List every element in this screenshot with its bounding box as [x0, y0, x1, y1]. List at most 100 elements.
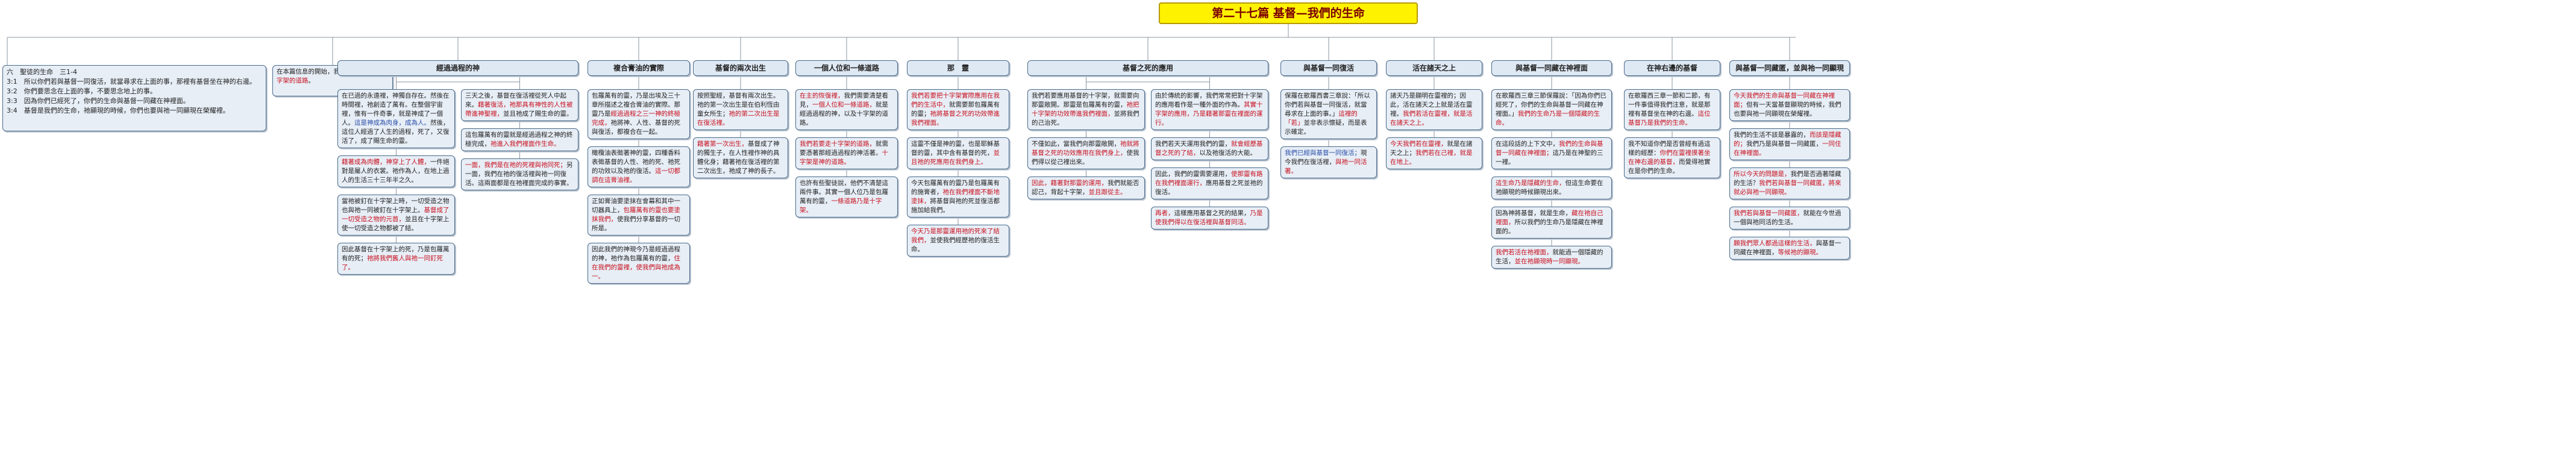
text-run: 這靈不僅是神的靈，也是耶穌基督的靈，其中含有基督的死， [911, 140, 1000, 157]
text-run: 我們的生命乃是一個隱藏的生命。 [1496, 110, 1600, 126]
detail-node[interactable]: 所以今天的問題是，我們是否過著隱藏的生活？我們若與基督一同藏匿，將來就必與祂一同… [1729, 167, 1850, 199]
detail-node[interactable]: 今天我們的生命與基督一同藏在神裡面；但有一天當基督顯現的時候，我們也要與祂一同顯… [1729, 89, 1850, 121]
branch-topic[interactable]: 經過過程的神 [337, 60, 578, 76]
text-run: 祂把十字架的功效帶進我們裡面， [1032, 101, 1139, 117]
text-run: 因此，我們的靈需要運用， [1155, 170, 1231, 178]
text-run: 你們在靈裡摸著坐在神右邊的基督， [1628, 149, 1711, 166]
detail-node[interactable]: 藉著成為肉體，神穿上了人體，一件絕對是屬人的衣裳。祂作為人，在地上過人的生活三十… [337, 155, 455, 187]
text-run: 在主的恢復裡， [800, 92, 844, 99]
text-run: 使我們分享基督的一切所是。 [592, 216, 680, 232]
text-run: 藉著第一次出生， [697, 140, 748, 148]
text-run: 使我們得以從己裡出來。 [1032, 149, 1139, 166]
text-run: 以及祂復活的大能。 [1199, 149, 1257, 157]
branch-topic[interactable]: 基督之死的應用 [1027, 60, 1268, 76]
detail-node[interactable]: 包羅萬有的靈，乃是出埃及三十章所描述之複合膏油的實際。那靈乃是經過過程之三一神的… [588, 89, 690, 139]
detail-node[interactable]: 我們若要走十字架的道路，就需要憑著那經過過程的神活著。十字架是神的道路。 [795, 137, 898, 169]
detail-node[interactable]: 保羅在歌羅西書三章說：「所以你們若與基督一同復活，就當尋求在上面的事。」這裡的「… [1280, 89, 1377, 139]
detail-node[interactable]: 這生命乃是隱藏的生命，但這生命要在祂顯現的時候顯現出來。 [1491, 176, 1612, 199]
text-run: 一同住在神裡面。 [1734, 140, 1841, 157]
text-run: 一個人位和一條道路， [812, 101, 876, 108]
detail-node[interactable]: 因此我們的神現今乃是經過過程的神，祂作為包羅萬有的靈，住在我們的靈裡，使我們與祂… [588, 243, 690, 284]
text-run: 我們若活在靈裡，就是活在諸天之上。 [1390, 110, 1473, 126]
detail-node[interactable]: 這靈不僅是神的靈，也是耶穌基督的靈，其中含有基督的死，並且祂的死應用在我們身上。 [907, 137, 1009, 169]
detail-node[interactable]: 因此基督在十字架上的死，乃是包羅萬有的死；祂將我們舊人與祂一同釘死了。 [337, 243, 455, 275]
text-run: 我們的生命與基督一同藏在神裡面； [1496, 140, 1603, 157]
text-run: 並在祂顯現時一同顯現。 [1514, 258, 1585, 265]
detail-node[interactable]: 我們的生活不該是暴露的，而該是隱藏的；我們乃是與基督一同藏匿，一同住在神裡面。 [1729, 128, 1850, 160]
text-run: 再者， [1155, 210, 1174, 217]
detail-node[interactable]: 一面，我們是在祂的死裡與祂同死；另一面，我們在祂的復活裡與祂一同復活。這兩面都是… [461, 158, 578, 190]
text-run: 在歌羅西三章一節和二節，有一件事值得我們注意，就是那裡有基督坐在神的右邊。 [1628, 92, 1711, 117]
text-run: 就需要憑著那經過過程的神活著。 [800, 140, 888, 157]
text-run: 今天包羅萬有的靈乃是包羅萬有的施膏者， [911, 179, 1000, 196]
text-run: 我們需要清楚看見， [800, 92, 888, 108]
text-run: 祂在我們裡面不斷地塗抹， [911, 189, 1000, 205]
detail-node[interactable]: 我們若要應用基督的十字架，就需要向那靈敞開。那靈是包羅萬有的靈，祂把十字架的功效… [1027, 89, 1145, 130]
text-run: 我們若要走十字架的道路， [800, 140, 876, 148]
text-run: 我們就能否認己，背起十字架， [1032, 179, 1139, 196]
text-run: 藏在祂自己裡面， [1496, 210, 1603, 226]
detail-node[interactable]: 在歌羅西三章三節保羅說：「因為你們已經死了，你們的生命與基督一同藏在神裡面。」我… [1491, 89, 1612, 130]
intro-scripture-node[interactable]: 六 聖徒的生命 三1-4 3:1 所以你們若與基督一同復活，就當尋求在上面的事，… [2, 65, 266, 131]
text-run: 並使我們經歷祂的復活生命。 [911, 237, 1000, 253]
branch-topic[interactable]: 基督的兩次出生 [693, 60, 788, 76]
text-run: 我們若天天運用我們的靈， [1155, 140, 1231, 148]
text-run: 我們若活在祂裡面， [1496, 249, 1553, 256]
detail-node[interactable]: 橄欖油表徵著神的靈，四種香料表徵基督的人性、祂的死、祂死的功效以及祂的復活。這一… [588, 146, 690, 187]
detail-node[interactable]: 不僅如此，當我們向那靈敞開，祂就將基督之死的功效應用在我們身上，使我們得以從己裡… [1027, 137, 1145, 169]
text-run: 我們乃是與基督一同藏匿， [1746, 140, 1822, 148]
text-run: 基督成了一切受造之物的元首， [342, 207, 450, 223]
branch-topic[interactable]: 複合膏油的實際 [588, 60, 690, 76]
text-run: 就能過一個隱藏的生活， [1496, 249, 1603, 265]
detail-node[interactable]: 因此，藉著對那靈的運用，我們就能否認己，背起十字架，並且跟從主。 [1027, 176, 1145, 199]
root-topic[interactable]: 第二十七篇 基督—我們的生命 [1159, 2, 1418, 24]
text-run: 然後，這位人經過了人生的過程，死了，又復活了，成了賜生命的靈。 [342, 119, 450, 145]
detail-node[interactable]: 因為神將基督，就是生命，藏在祂自己裡面，所以我們的生命乃是隱藏在神裡面的。 [1491, 207, 1612, 239]
text-run: 在這段話的上下文中， [1496, 140, 1559, 148]
text-run: 就需要那包羅萬有的靈； [911, 101, 1000, 117]
text-run: 現今我們在復活裡， [1285, 149, 1367, 166]
detail-node[interactable]: 再者，這樣應用基督之死的結果，乃是使我們得以在復活裡與基督同活。 [1151, 207, 1268, 229]
detail-node[interactable]: 今天包羅萬有的靈乃是包羅萬有的施膏者，祂在我們裡面不斷地塗抹，將基督與祂的死並復… [907, 176, 1009, 217]
branch-topic[interactable]: 與基督一同復活 [1280, 60, 1377, 76]
text-run: 這一切都調在這膏油裡。 [592, 167, 680, 184]
text-run: 按照聖經，基督有兩次出生。祂的第一次出生是在伯利恆由童女所生； [697, 92, 780, 117]
detail-node[interactable]: 也許有些聖徒說，他們不清楚這兩件事。其實一個人位乃是包羅萬有的靈，一條道路乃是十… [795, 176, 898, 217]
detail-node[interactable]: 這包羅萬有的靈就是經過過程之神的終極完成，祂進入我們裡面作生命。 [461, 128, 578, 151]
detail-node[interactable]: 當祂被釘在十字架上時，一切受造之物也與祂一同被釘在十字架上。基督成了一切受造之物… [337, 195, 455, 236]
text-run: 而覺得祂實在是你們的生命。 [1628, 158, 1711, 175]
text-run: 並非表示懷疑，而是表示確定。 [1285, 119, 1367, 136]
detail-node[interactable]: 今天我們若在靈裡，就是在諸天之上；我們若在己裡，就是在地上。 [1386, 137, 1482, 169]
text-run: 所以今天的問題是， [1734, 170, 1791, 178]
detail-node[interactable]: 正如膏油要塗抹在會幕和其中一切器具上，包羅萬有的靈也要塗抹我們，使我們分享基督的… [588, 195, 690, 236]
detail-node[interactable]: 我們若與基督一同藏匿，就能在今世過一個與祂同活的生活。 [1729, 207, 1850, 229]
text-run: 應用基督之死並祂的復活。 [1155, 179, 1263, 196]
detail-node[interactable]: 願我們眾人都過這樣的生活，與基督一同藏在神裡面，等候祂的顯現。 [1729, 237, 1850, 260]
detail-node[interactable]: 我們若要把十字架實際應用在我們的生活中，就需要那包羅萬有的靈；祂將基督之死的功效… [907, 89, 1009, 130]
detail-node[interactable]: 藉著第一次出生，基督成了神的獨生子，在人性裡作神的具體化身；藉著祂在復活裡的第二… [693, 137, 788, 178]
text-run: 這包羅萬有的靈就是經過過程之神的終極完成， [465, 131, 573, 148]
branch-topic[interactable]: 在神右邊的基督 [1624, 60, 1720, 76]
branch-topic[interactable]: 與基督一同藏匿，並與祂一同顯現 [1729, 60, 1850, 76]
detail-node[interactable]: 在這段話的上下文中，我們的生命與基督一同藏在神裡面；這乃是在神聖的三一裡。 [1491, 137, 1612, 169]
branch-topic[interactable]: 一個人位和一條道路 [795, 60, 898, 76]
detail-node[interactable]: 由於傳統的影響，我們常常把對十字架的應用看作是一種外面的作為。其實十字架的應用，… [1151, 89, 1268, 130]
detail-node[interactable]: 今天乃是那靈運用祂的死來了結我們，並使我們經歷祂的復活生命。 [907, 225, 1009, 257]
branch-topic[interactable]: 與基督一同藏在神裡面 [1491, 60, 1612, 76]
detail-node[interactable]: 按照聖經，基督有兩次出生。祂的第一次出生是在伯利恆由童女所生；祂的第二次出生是在… [693, 89, 788, 130]
detail-node[interactable]: 諸天乃是顯明在靈裡的；因此，活在諸天之上就是活在靈裡。我們若活在靈裡，就是活在諸… [1386, 89, 1482, 130]
detail-node[interactable]: 我們已經與基督一同復活；現今我們在復活裡，與祂一同活著。 [1280, 146, 1377, 178]
detail-node[interactable]: 因此，我們的靈需要運用，使那靈有路在我們裡面運行，應用基督之死並祂的復活。 [1151, 167, 1268, 199]
branch-topic[interactable]: 那 靈 [907, 60, 1009, 76]
detail-node[interactable]: 在已過的永遠裡，神獨自存在。然後在時間裡，祂創造了萬有。在整個宇宙裡，惟有一件奇… [337, 89, 455, 148]
detail-node[interactable]: 我們若活在祂裡面，就能過一個隱藏的生活，並在祂顯現時一同顯現。 [1491, 246, 1612, 269]
branch-topic[interactable]: 活在諸天之上 [1386, 60, 1482, 76]
detail-node[interactable]: 在主的恢復裡，我們需要清楚看見，一個人位和一條道路，就是經過過程的神，以及十字架… [795, 89, 898, 130]
detail-node[interactable]: 我不知道你們是否曾經有過這樣的經歷：你們在靈裡摸著坐在神右邊的基督，而覺得祂實在… [1624, 137, 1720, 178]
detail-node[interactable]: 三天之後，基督在復活裡從死人中起來。藉著復活，祂那具有神性的人性被帶進神聖裡，並… [461, 89, 578, 121]
detail-node[interactable]: 在歌羅西三章一節和二節，有一件事值得我們注意，就是那裡有基督坐在神的右邊。這位基… [1624, 89, 1720, 130]
text-run: 我們若在己裡，就是在地上。 [1390, 149, 1473, 166]
text-run: 並將我們的己治死。 [1032, 110, 1139, 126]
detail-node[interactable]: 我們若天天運用我們的靈，就會經歷基督之死的了結，以及祂復活的大能。 [1151, 137, 1268, 160]
text-run: 等候祂的顯現。 [1778, 249, 1823, 256]
